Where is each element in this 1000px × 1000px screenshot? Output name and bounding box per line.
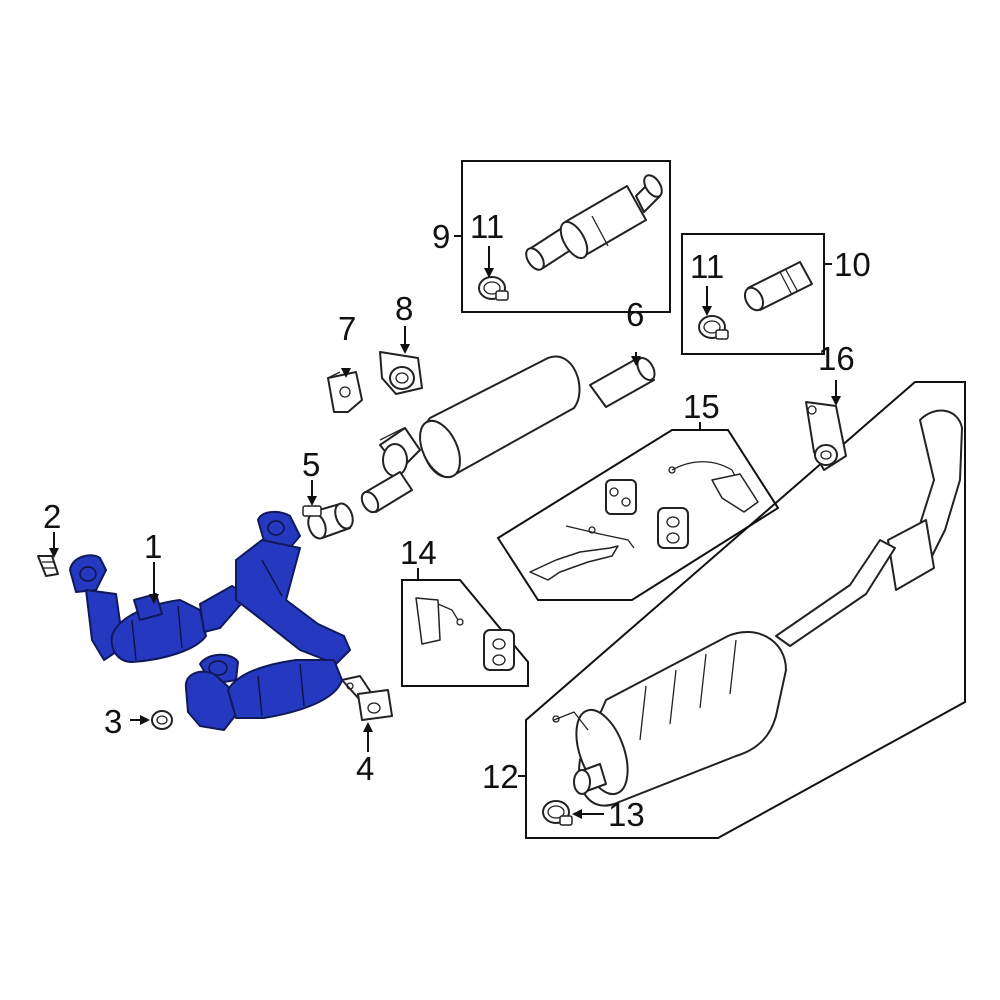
isolator-bracket-part[interactable] bbox=[341, 675, 393, 721]
resonator-pipe-part[interactable] bbox=[523, 172, 666, 273]
rear-muffler-assembly-part[interactable] bbox=[552, 409, 963, 807]
rear-bracket-part[interactable] bbox=[805, 401, 847, 471]
exhaust-stud-part[interactable] bbox=[37, 555, 59, 577]
callout-1: 1 bbox=[144, 528, 162, 565]
gasket-part[interactable] bbox=[151, 710, 173, 730]
callout-3: 3 bbox=[104, 703, 122, 740]
callout-6: 6 bbox=[626, 296, 644, 333]
hanger-bracket-part[interactable] bbox=[327, 371, 363, 413]
muffler-part[interactable] bbox=[358, 355, 658, 515]
group-box-15 bbox=[496, 429, 780, 601]
callout-8: 8 bbox=[395, 290, 413, 327]
callout-12: 12 bbox=[482, 758, 519, 795]
callout-labels: 1 2 3 4 5 6 7 8 9 10 11 11 12 13 14 15 1… bbox=[43, 208, 871, 833]
group-box-10 bbox=[681, 233, 825, 355]
catalytic-converter-part[interactable] bbox=[69, 510, 351, 731]
clamp-sleeve-part[interactable] bbox=[302, 501, 356, 541]
callout-2: 2 bbox=[43, 498, 61, 535]
group-box-9 bbox=[461, 160, 671, 313]
leader-lines bbox=[49, 235, 841, 819]
callout-15: 15 bbox=[683, 388, 720, 425]
hanger-kit-parts[interactable] bbox=[529, 461, 759, 581]
pipe-clamp-part[interactable] bbox=[542, 800, 573, 826]
callout-4: 4 bbox=[356, 750, 374, 787]
group-box-12 bbox=[525, 381, 966, 839]
callout-5: 5 bbox=[302, 446, 320, 483]
callout-16: 16 bbox=[818, 340, 855, 377]
support-bracket-part[interactable] bbox=[379, 351, 423, 395]
callout-9: 9 bbox=[432, 218, 450, 255]
pipe-clamp-part[interactable] bbox=[478, 276, 509, 301]
callout-11-upper: 11 bbox=[470, 208, 504, 245]
callout-7: 7 bbox=[338, 310, 356, 347]
group-box-14 bbox=[401, 579, 529, 687]
callout-11-lower: 11 bbox=[690, 248, 724, 285]
callout-13: 13 bbox=[608, 796, 645, 833]
callout-10: 10 bbox=[834, 246, 871, 283]
pipe-clamp-part[interactable] bbox=[698, 315, 729, 340]
connector-pipe-part[interactable] bbox=[741, 261, 813, 313]
callout-14: 14 bbox=[400, 534, 437, 571]
hanger-pair-parts[interactable] bbox=[415, 597, 515, 671]
